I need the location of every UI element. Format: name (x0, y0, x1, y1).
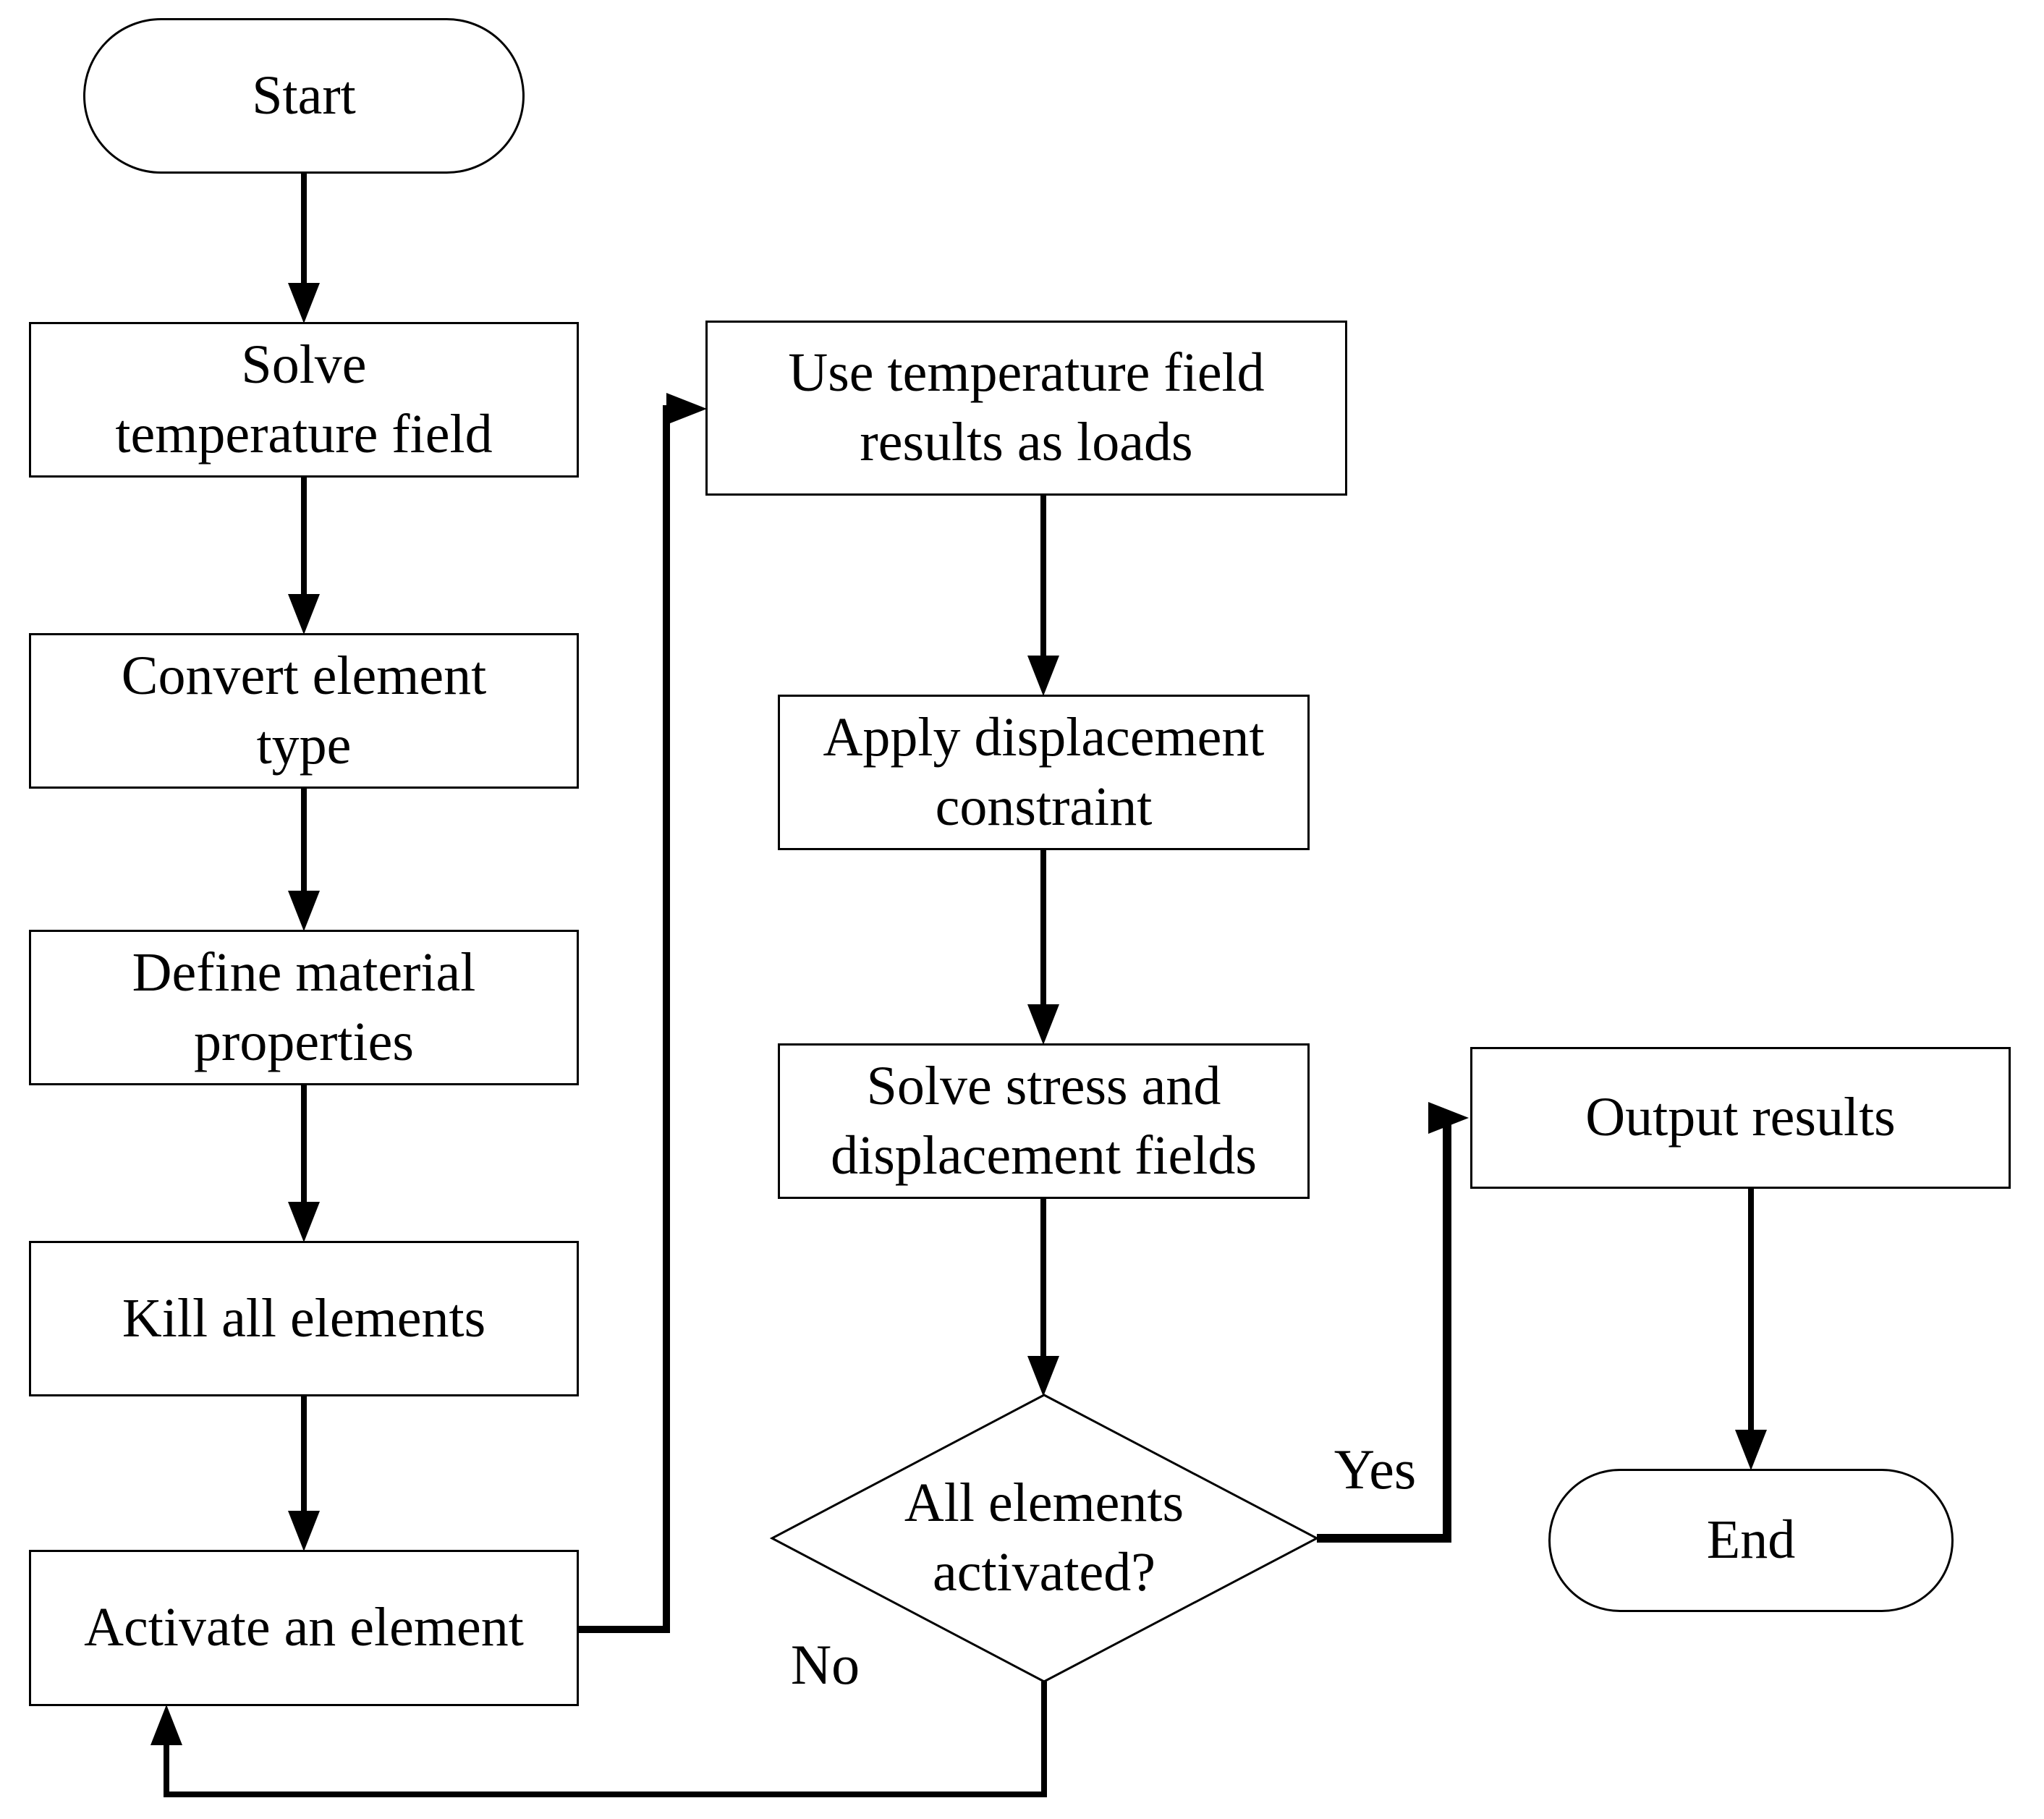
node-start: Start (83, 18, 525, 174)
decision-diamond (769, 1394, 1320, 1683)
arrowhead-into-convert (288, 594, 320, 635)
arrowhead-into-activate-top (288, 1511, 320, 1551)
node-define-material-properties: Define material properties (29, 930, 579, 1085)
edge-decision-no-activate (164, 1682, 1047, 1797)
arrowhead-into-kill (288, 1202, 320, 1242)
node-convert-element-type-label: Convert element type (121, 645, 487, 776)
node-apply-displacement-constraint: Apply displacement constraint (778, 695, 1310, 850)
node-all-elements-activated-label-box: All elements activated? (827, 1466, 1261, 1611)
node-solve-temperature-field: Solve temperature field (29, 322, 579, 478)
arrowhead-into-solve (288, 283, 320, 323)
arrowhead-into-solvestress (1027, 1004, 1059, 1045)
node-kill-all-elements: Kill all elements (29, 1241, 579, 1396)
node-activate-an-element: Activate an element (29, 1550, 579, 1706)
node-end: End (1548, 1469, 1954, 1612)
node-output-results-label: Output results (1585, 1087, 1896, 1148)
node-end-label: End (1706, 1509, 1796, 1571)
node-all-elements-activated-label: All elements activated? (904, 1472, 1184, 1603)
node-output-results: Output results (1470, 1047, 2011, 1189)
node-kill-all-elements-label: Kill all elements (122, 1287, 486, 1349)
arrowhead-into-activate-bottom (150, 1705, 182, 1745)
node-solve-stress-displacement-fields: Solve stress and displacement fields (778, 1043, 1310, 1199)
node-apply-displacement-constraint-label: Apply displacement constraint (823, 706, 1265, 837)
edge-label-yes: Yes (1333, 1437, 1417, 1501)
node-start-label: Start (252, 64, 356, 126)
arrowhead-into-usetemp (666, 393, 707, 425)
node-define-material-properties-label: Define material properties (132, 941, 476, 1072)
edge-label-no: No (790, 1632, 860, 1696)
edge-activate-usetemp (579, 405, 670, 1633)
node-convert-element-type: Convert element type (29, 633, 579, 789)
node-use-temperature-field-results: Use temperature field results as loads (705, 321, 1347, 496)
arrowhead-into-end (1735, 1430, 1767, 1470)
arrowhead-into-define (288, 891, 320, 931)
node-activate-an-element-label: Activate an element (84, 1597, 524, 1658)
node-use-temperature-field-results-label: Use temperature field results as loads (788, 342, 1265, 472)
arrowhead-into-output (1428, 1102, 1469, 1134)
node-solve-stress-displacement-fields-label: Solve stress and displacement fields (831, 1055, 1257, 1186)
node-solve-temperature-field-label: Solve temperature field (115, 334, 493, 465)
arrowhead-into-apply (1027, 656, 1059, 696)
arrowhead-into-decision (1027, 1356, 1059, 1396)
